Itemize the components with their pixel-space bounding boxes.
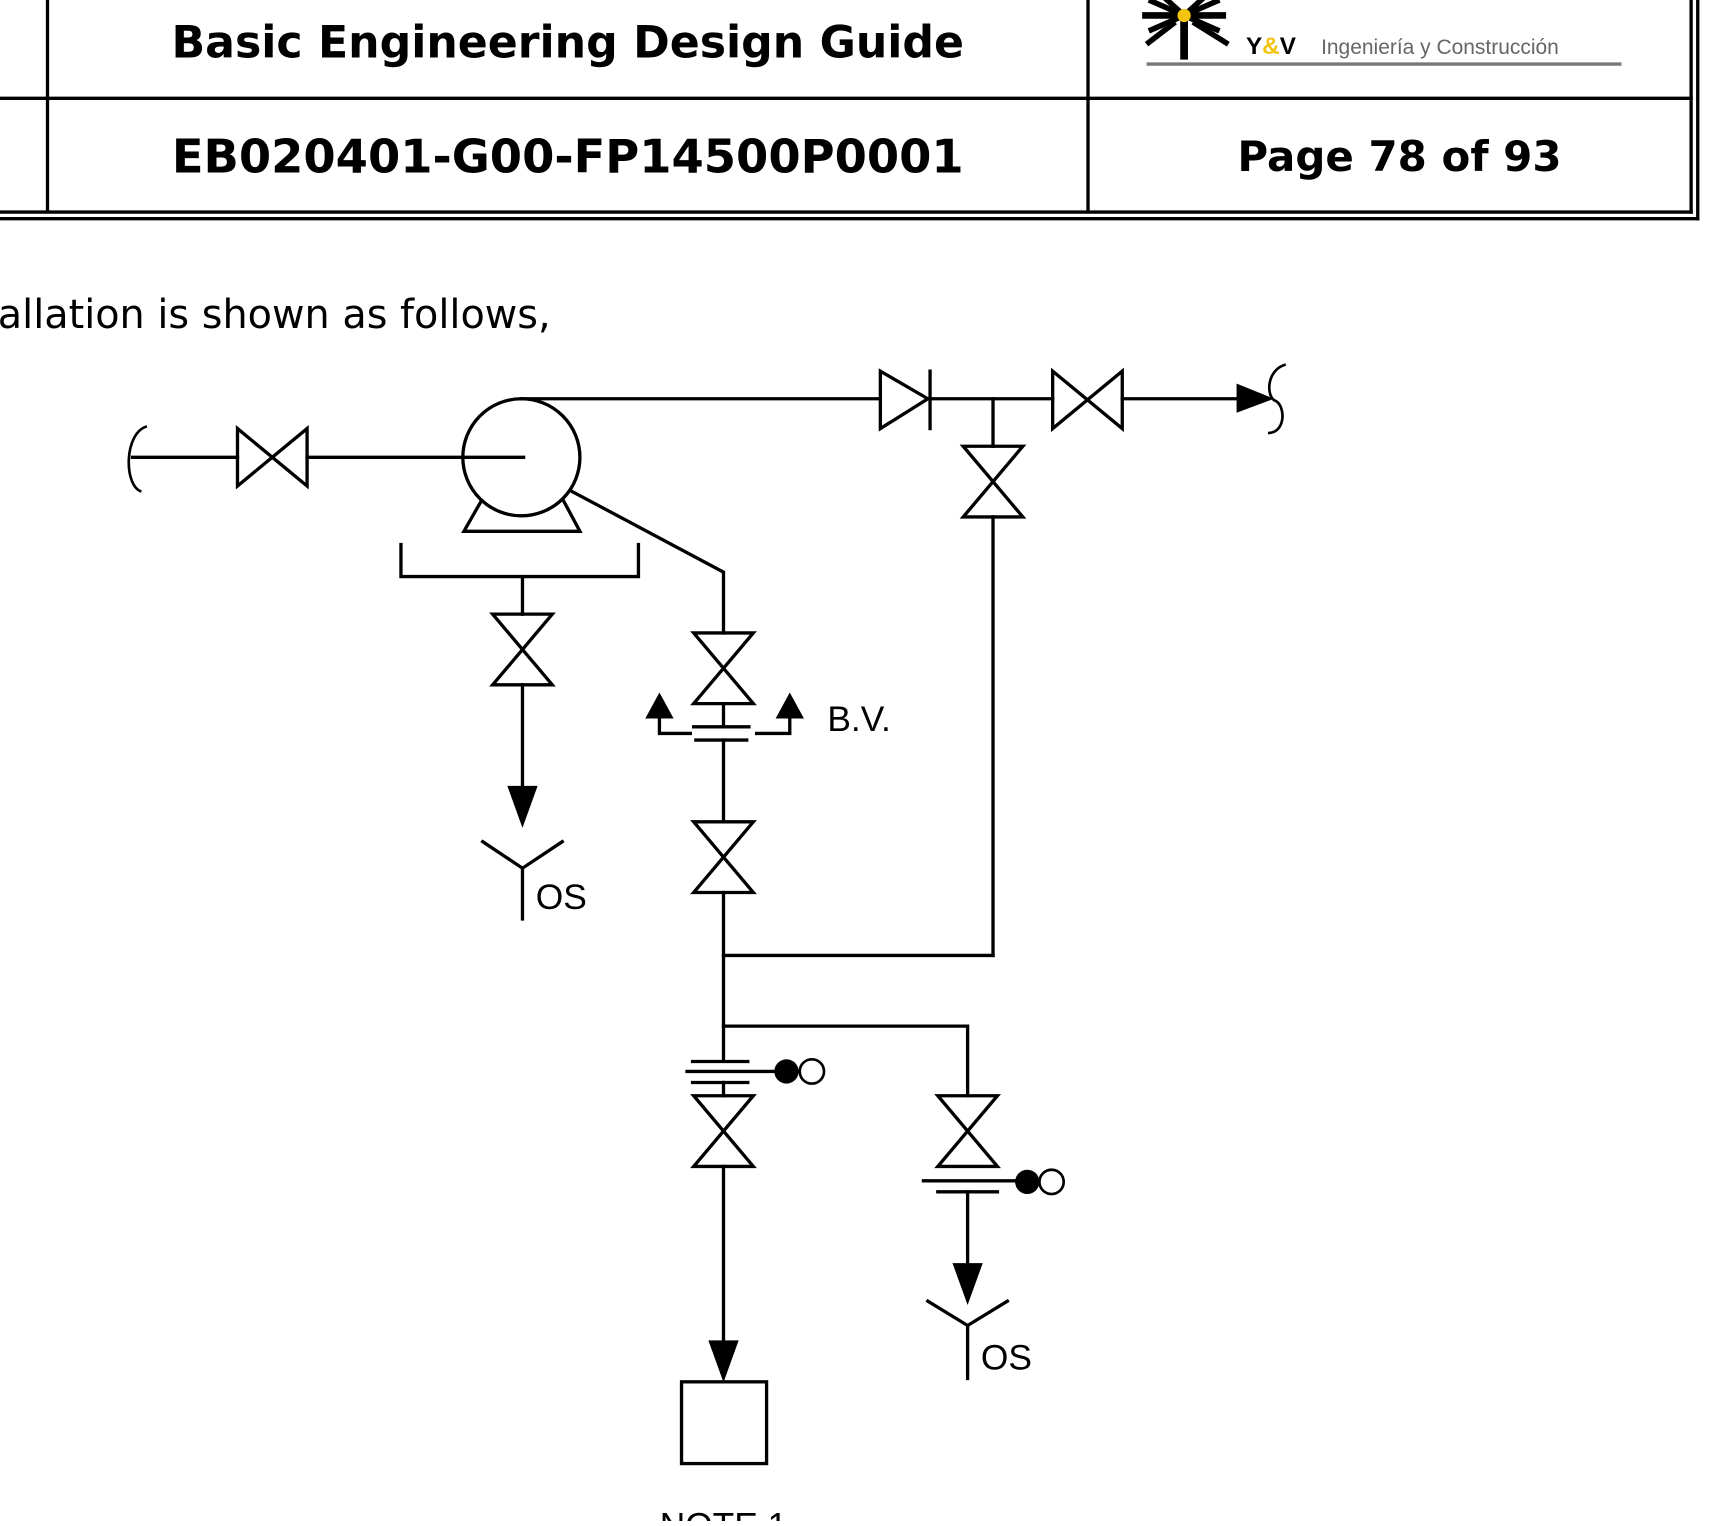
note1-box	[679, 1380, 769, 1466]
spectacle-blind-left-open-icon	[798, 1057, 826, 1085]
open-sewer-right-icon	[925, 1298, 1010, 1381]
document-code: EB020401-G00-FP14500P0001	[172, 129, 964, 183]
flow-arrow-drain-right-icon	[952, 1263, 983, 1306]
casing-vent-pipe	[569, 489, 726, 635]
sunburst-logo-icon	[1142, 0, 1230, 60]
flow-arrow-drain-left-icon	[507, 785, 538, 828]
gate-valve-discharge-icon	[1051, 367, 1124, 433]
spectacle-blind-right-open-icon	[1038, 1168, 1066, 1196]
pipe-break-inlet-icon	[127, 425, 148, 493]
gate-valve-right-drain-icon	[934, 1094, 1002, 1169]
open-sewer-left-icon	[480, 839, 565, 921]
gate-valve-lower-icon	[690, 820, 757, 895]
note1-label: NOTE 1	[660, 1507, 788, 1521]
gate-valve-baseplate-drain-icon	[489, 612, 556, 687]
gate-valve-suction-icon	[235, 425, 309, 490]
gate-valve-bypass-icon	[959, 444, 1027, 519]
document-title: Basic Engineering Design Guide	[172, 17, 965, 68]
bv-right-arrow-icon	[775, 692, 804, 719]
page-number: Page 78 of 93	[1237, 132, 1561, 181]
bv-right-leader	[754, 714, 792, 736]
pipe-break-outlet-icon	[1267, 363, 1287, 435]
intro-text: allation is shown as follows,	[0, 292, 551, 338]
gate-valve-note1-icon	[690, 1094, 757, 1169]
flow-arrow-note1-icon	[708, 1340, 739, 1383]
baseplate-drain-pan	[399, 542, 641, 579]
logo-mark: Y&V	[1246, 33, 1297, 60]
flow-arrow-outlet-icon	[1236, 383, 1274, 413]
bv-left-arrow-icon	[645, 692, 674, 719]
gate-valve-casing-vent-icon	[690, 631, 757, 706]
spectacle-blind-left-closed-icon	[774, 1059, 799, 1084]
pump-base-icon	[461, 498, 583, 533]
check-valve-icon	[878, 368, 932, 432]
logo-company-name: Ingeniería y Construcción	[1321, 36, 1559, 59]
bv-left-leader	[657, 714, 693, 736]
header-table: Basic Engineering Design Guide EB020401-…	[0, 0, 1700, 221]
os-right-label: OS	[981, 1339, 1032, 1378]
os-left-label: OS	[536, 878, 587, 917]
company-logo: Y&V Ingeniería y Construcción	[1142, 0, 1622, 66]
right-drain-branch	[721, 1024, 970, 1098]
spectacle-blind-right-closed-icon	[1015, 1169, 1040, 1195]
pump-piping-diagram: OS B.V. NOTE 1	[127, 363, 1287, 1526]
bv-label: B.V.	[827, 700, 891, 739]
